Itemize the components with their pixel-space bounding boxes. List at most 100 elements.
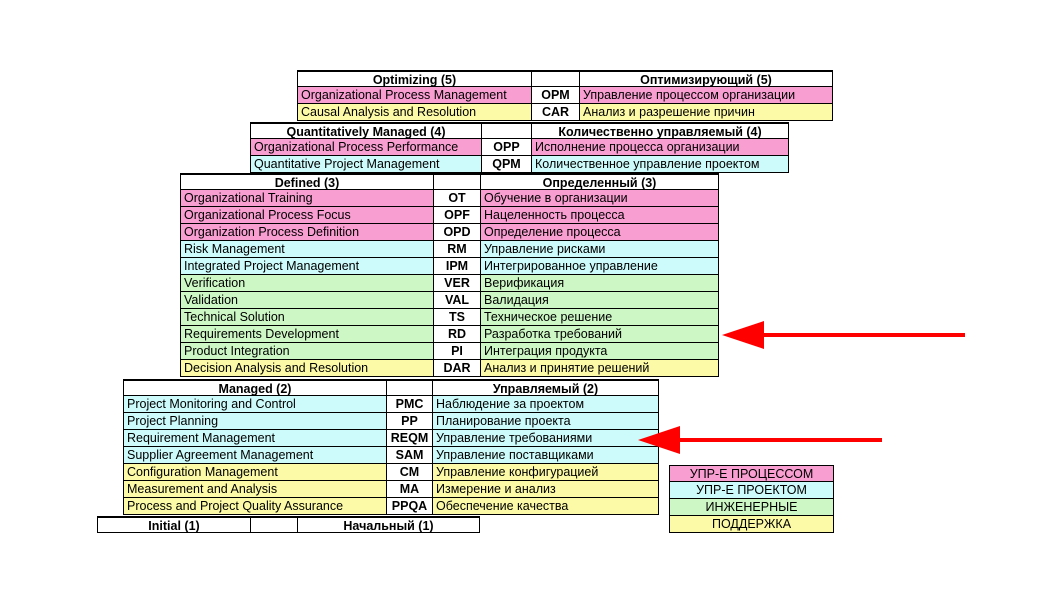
level-title-ru: Оптимизирующий (5) <box>579 72 833 86</box>
process-area-abbreviation: PPQA <box>386 498 432 514</box>
level-managed: Managed (2)Управляемый (2)Project Monito… <box>123 379 659 515</box>
process-area-name-ru: Управление процессом организации <box>579 87 833 103</box>
level-title-ru: Начальный (1) <box>297 518 480 532</box>
arrow-requirement-management <box>638 426 882 454</box>
process-area-name-ru: Исполнение процесса организации <box>531 139 789 155</box>
process-area-abbreviation: OPD <box>433 224 480 240</box>
process-area-name-en: Organizational Process Management <box>297 87 531 103</box>
process-area-name-ru: Управление конфигурацией <box>432 464 659 480</box>
process-area-abbreviation: VER <box>433 275 480 291</box>
process-area-name-ru: Анализ и принятие решений <box>480 360 719 376</box>
level-optimizing: Optimizing (5)Оптимизирующий (5)Organiza… <box>297 70 833 121</box>
level-initial: Initial (1) Начальный (1) <box>97 516 480 533</box>
process-area-name-en: Project Planning <box>123 413 386 429</box>
process-area-abbreviation: MA <box>386 481 432 497</box>
level-title-ru: Количественно управляемый (4) <box>531 124 789 138</box>
level-header: Managed (2)Управляемый (2) <box>123 379 659 396</box>
process-area-name-ru: Наблюдение за проектом <box>432 396 659 412</box>
level-title-en: Initial (1) <box>97 518 250 532</box>
legend-item-support: ПОДДЕРЖКА <box>669 516 834 533</box>
process-area-name-en: Requirement Management <box>123 430 386 446</box>
process-area-name-ru: Техническое решение <box>480 309 719 325</box>
level-header-spacer <box>433 175 480 189</box>
process-area-abbreviation: CAR <box>531 104 579 120</box>
legend-item-project-management: УПР-Е ПРОЕКТОМ <box>669 482 834 499</box>
process-area-name-ru: Разработка требований <box>480 326 719 342</box>
process-area-name-en: Validation <box>180 292 433 308</box>
process-area-name-en: Technical Solution <box>180 309 433 325</box>
level-title-en: Defined (3) <box>180 175 433 189</box>
process-area-name-en: Requirements Development <box>180 326 433 342</box>
level-header: Defined (3)Определенный (3) <box>180 173 719 190</box>
process-area-name-ru: Интегрированное управление <box>480 258 719 274</box>
arrow-requirements-development <box>722 321 965 349</box>
process-area-name-ru: Управление поставщиками <box>432 447 659 463</box>
level-header: Quantitatively Managed (4) Количественно … <box>250 122 789 139</box>
legend-item-engineering: ИНЖЕНЕРНЫЕ <box>669 499 834 516</box>
process-area-name-ru: Обучение в организации <box>480 190 719 206</box>
level-title-ru: Управляемый (2) <box>432 381 659 395</box>
process-area-name-en: Organizational Process Focus <box>180 207 433 223</box>
level-title-en: Optimizing (5) <box>297 72 531 86</box>
legend-item-process-management: УПР-Е ПРОЦЕССОМ <box>669 465 834 482</box>
process-area-name-ru: Управление рисками <box>480 241 719 257</box>
process-area-abbreviation: RD <box>433 326 480 342</box>
process-area-abbreviation: RM <box>433 241 480 257</box>
process-area-abbreviation: REQM <box>386 430 432 446</box>
process-area-abbreviation: QPM <box>481 156 531 172</box>
process-area-name-en: Quantitative Project Management <box>250 156 481 172</box>
process-area-name-ru: Обеспечение качества <box>432 498 659 514</box>
process-area-name-en: Supplier Agreement Management <box>123 447 386 463</box>
process-area-name-en: Organizational Training <box>180 190 433 206</box>
process-area-name-en: Project Monitoring and Control <box>123 396 386 412</box>
process-area-name-ru: Управление требованиями <box>432 430 659 446</box>
process-area-name-en: Verification <box>180 275 433 291</box>
process-area-abbreviation: PP <box>386 413 432 429</box>
process-area-abbreviation: OPP <box>481 139 531 155</box>
process-area-name-en: Configuration Management <box>123 464 386 480</box>
process-area-abbreviation: VAL <box>433 292 480 308</box>
process-area-name-en: Decision Analysis and Resolution <box>180 360 433 376</box>
process-area-abbreviation: OPF <box>433 207 480 223</box>
process-area-name-en: Risk Management <box>180 241 433 257</box>
process-area-abbreviation: OPM <box>531 87 579 103</box>
process-area-name-en: Measurement and Analysis <box>123 481 386 497</box>
process-area-name-en: Integrated Project Management <box>180 258 433 274</box>
level-header: Initial (1) Начальный (1) <box>97 516 480 533</box>
process-area-name-en: Causal Analysis and Resolution <box>297 104 531 120</box>
process-area-name-ru: Измерение и анализ <box>432 481 659 497</box>
process-area-name-en: Organizational Process Performance <box>250 139 481 155</box>
level-header-spacer <box>481 124 531 138</box>
process-area-abbreviation: PI <box>433 343 480 359</box>
process-area-name-ru: Верификация <box>480 275 719 291</box>
process-area-name-ru: Интеграция продукта <box>480 343 719 359</box>
level-quantitatively-managed: Quantitatively Managed (4) Количественно … <box>250 122 789 173</box>
process-area-abbreviation: TS <box>433 309 480 325</box>
level-header-spacer <box>250 518 297 532</box>
process-area-abbreviation: CM <box>386 464 432 480</box>
process-area-name-ru: Планирование проекта <box>432 413 659 429</box>
process-area-abbreviation: PMC <box>386 396 432 412</box>
level-title-en: Quantitatively Managed (4) <box>250 124 481 138</box>
